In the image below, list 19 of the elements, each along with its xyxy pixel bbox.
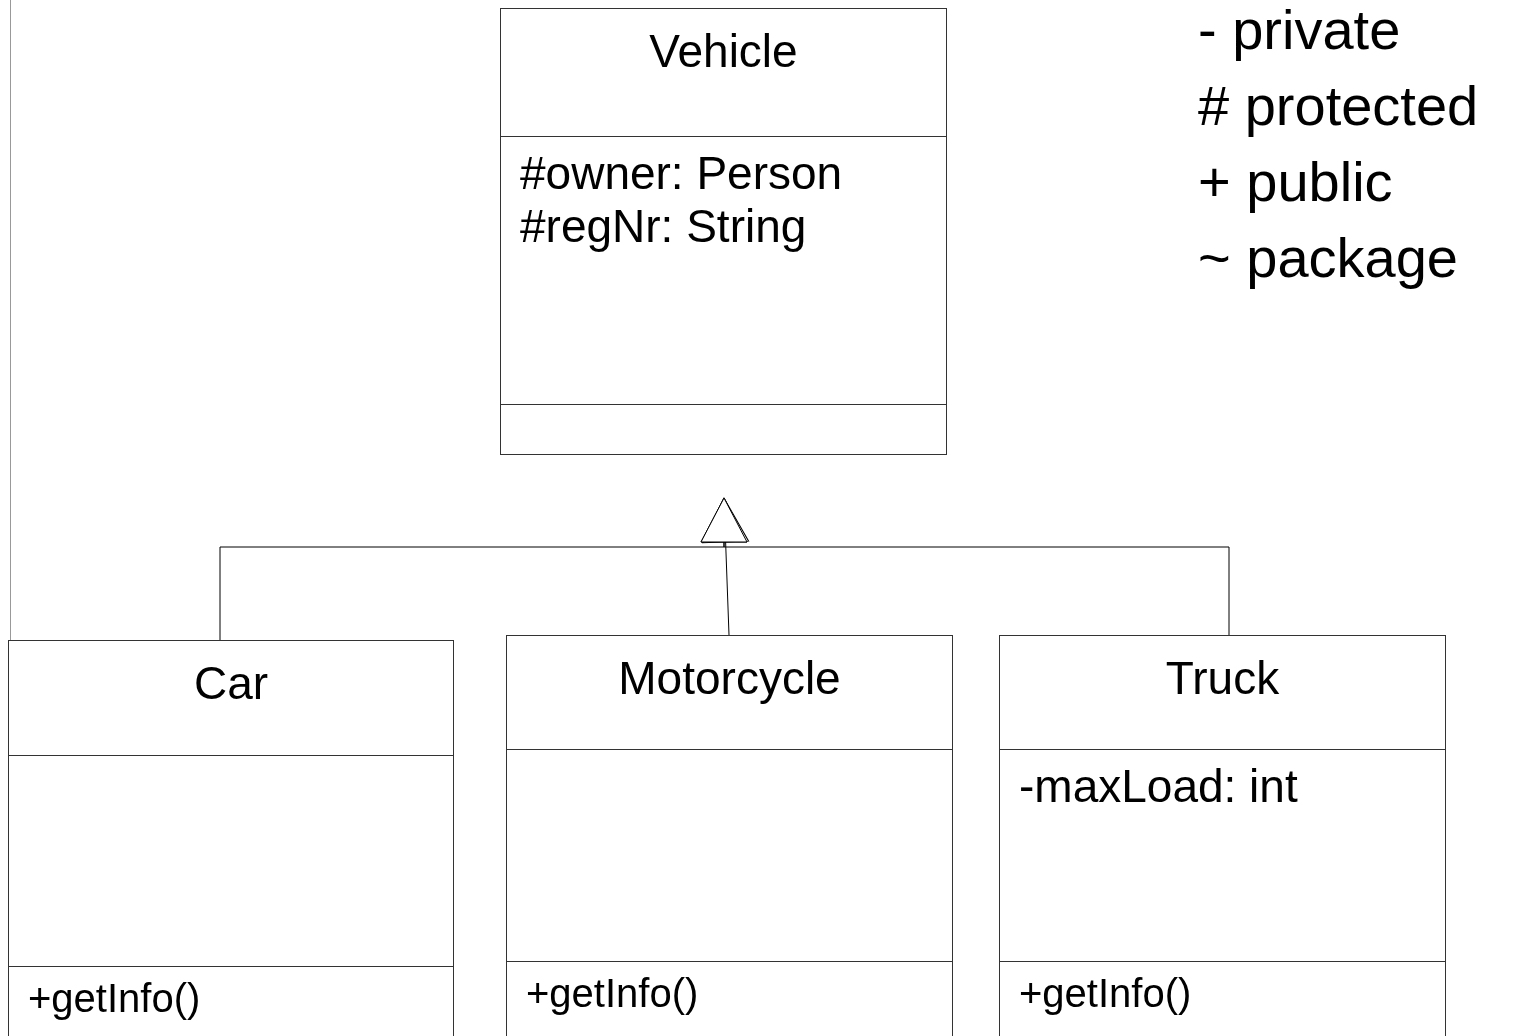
attribute-text: #owner: Person [520,147,843,200]
attribute-text: #regNr: String [520,199,807,253]
class-name: Truck [1165,651,1280,706]
class-name: Car [193,656,269,711]
visibility-note: + public [1198,149,1394,215]
class-box [500,8,947,455]
class-box [8,640,454,1036]
visibility-note: - private [1198,0,1402,63]
attribute-text: -maxLoad: int [1019,760,1298,813]
method-text: +getInfo() [28,975,201,1022]
class-name: Vehicle [649,24,798,79]
class-name: Motorcycle [618,651,841,706]
class-box [999,635,1446,1036]
inheritance-arrow [700,497,1230,636]
visibility-note: # protected [1198,73,1479,139]
visibility-note: ~ package [1198,225,1459,291]
class-box [506,635,953,1036]
method-text: +getInfo() [1019,970,1192,1017]
method-text: +getInfo() [526,970,699,1017]
